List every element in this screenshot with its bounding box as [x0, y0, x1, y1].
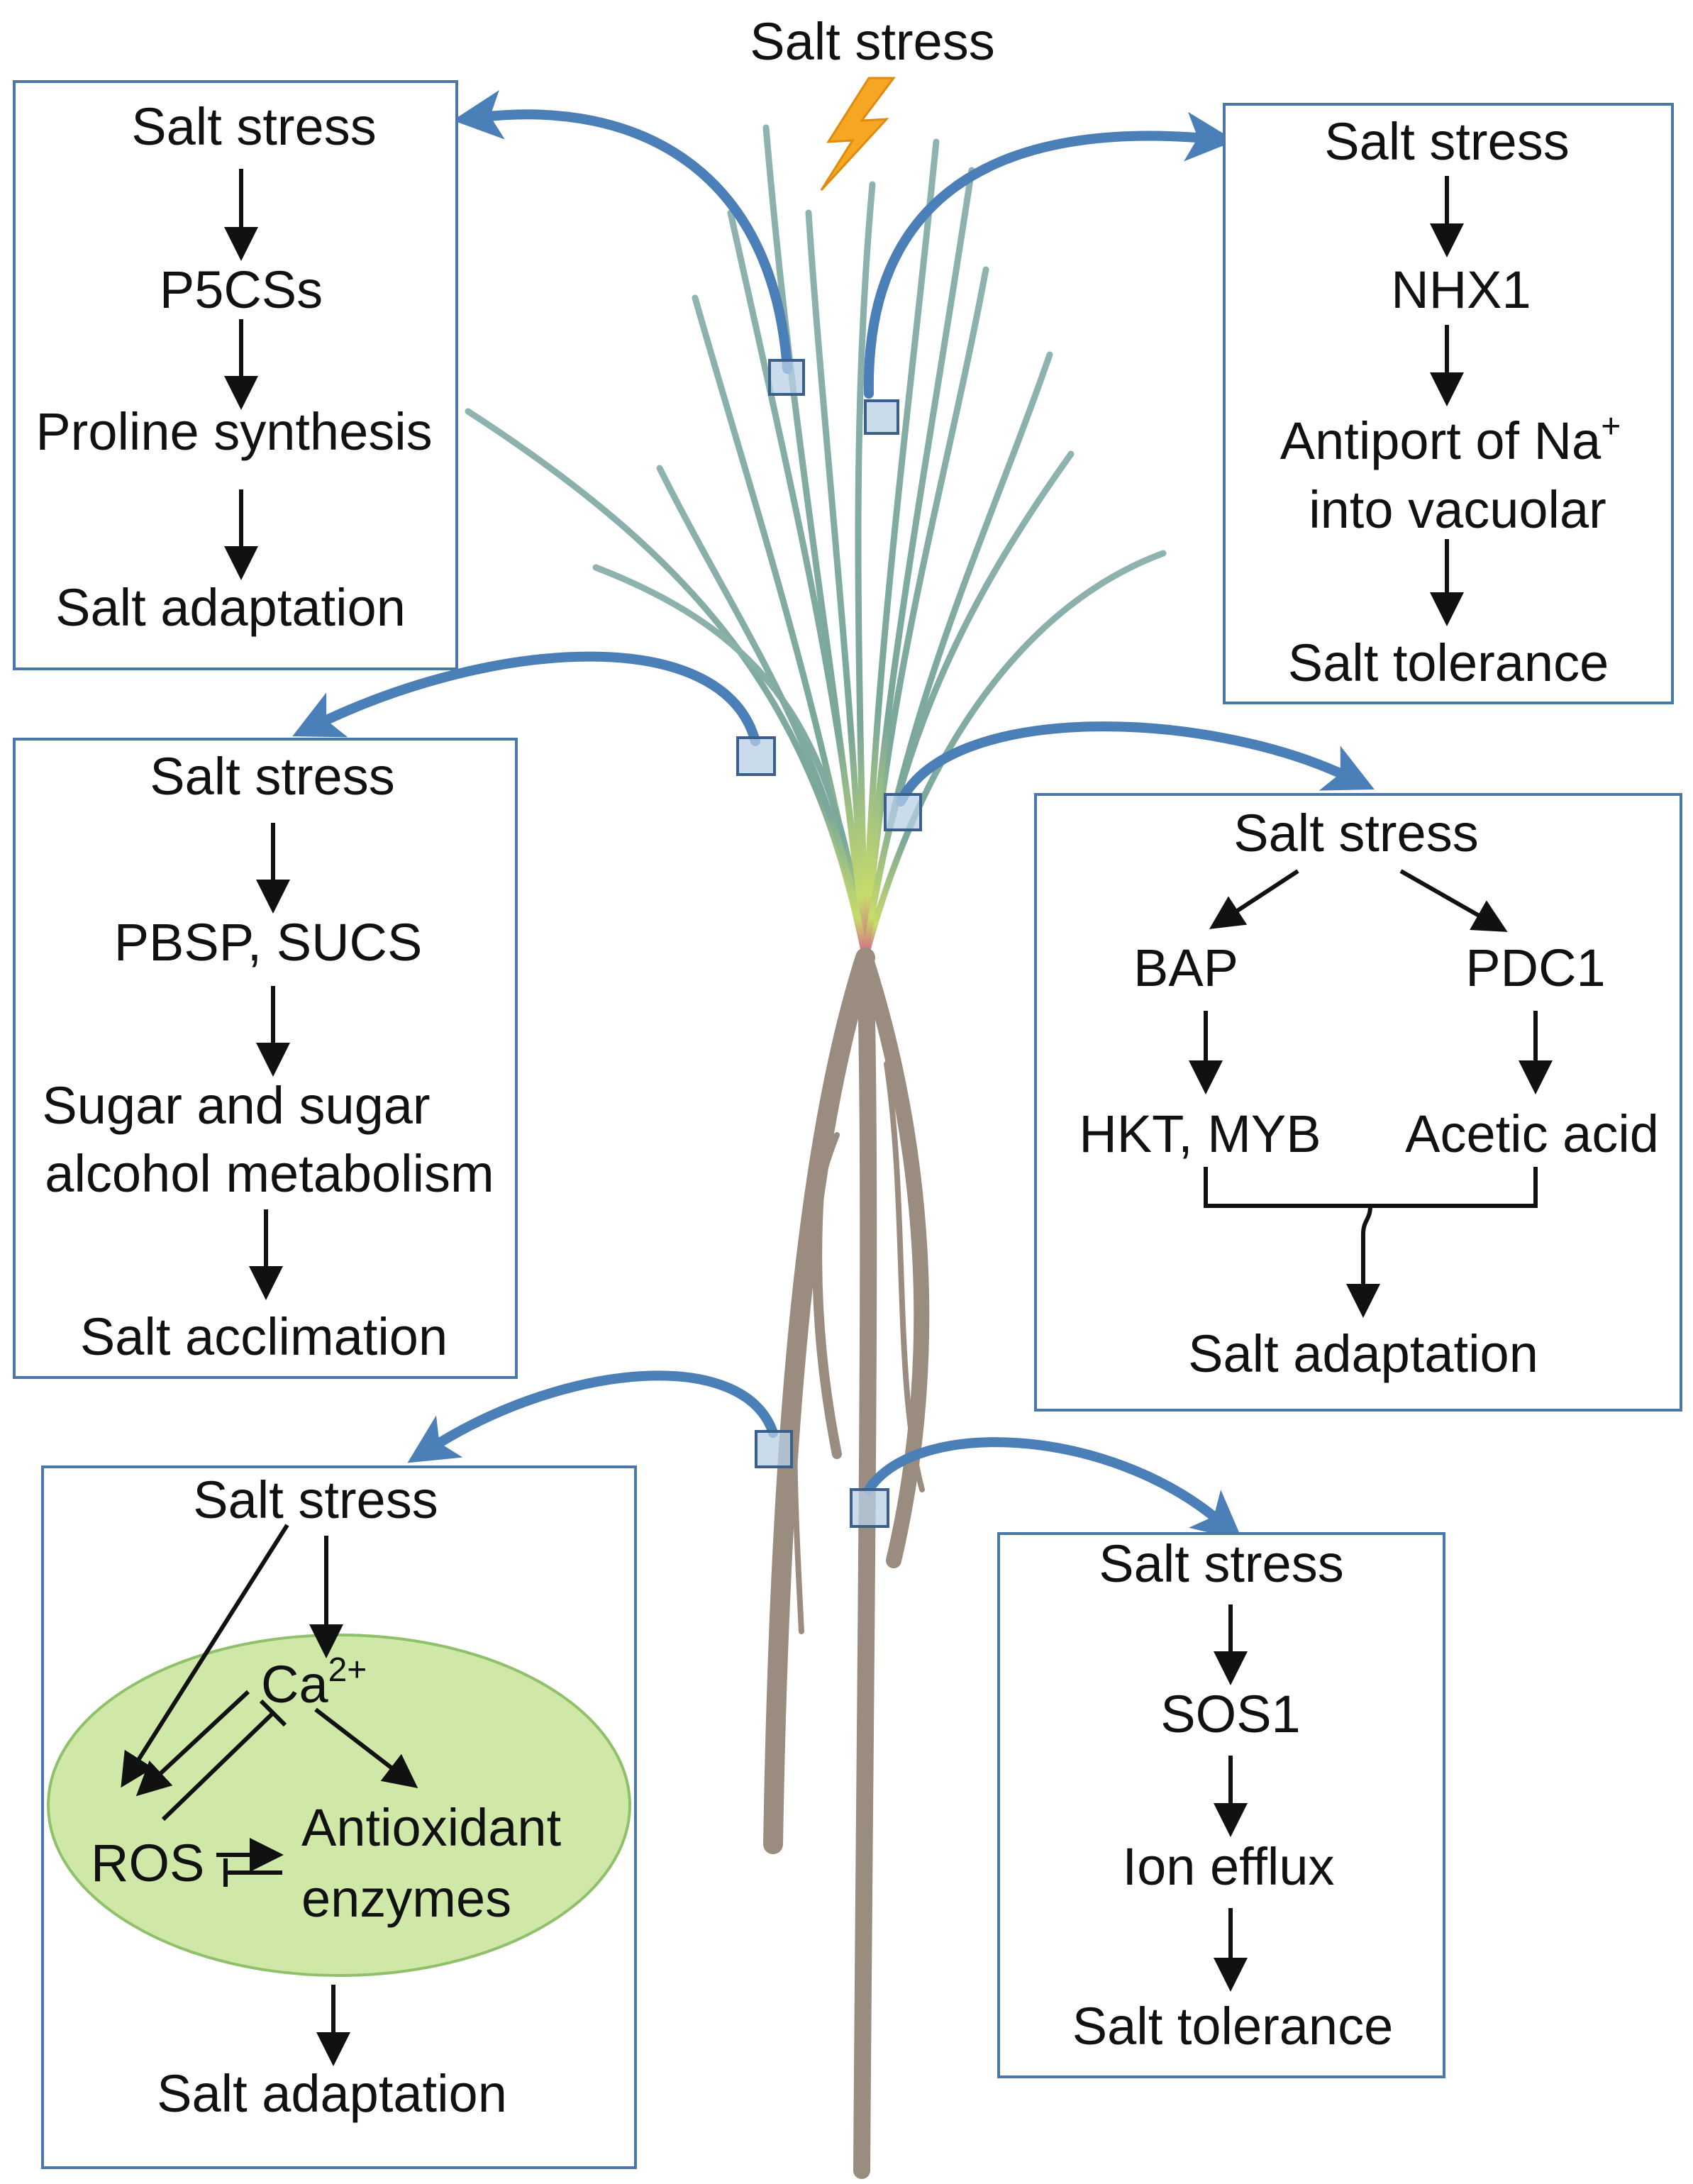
pdc1-target-label: Acetic acid — [1405, 1104, 1659, 1163]
sos-process-label: Ion efflux — [1122, 1837, 1335, 1896]
top-stress-label: Salt stress — [750, 12, 995, 71]
proline-stress-label: Salt stress — [131, 97, 377, 156]
nhx-process-line2: into vacuolar — [1309, 480, 1606, 539]
nhx-outcome-label: Salt tolerance — [1287, 633, 1609, 692]
panel-nhx — [1223, 103, 1674, 704]
sugar-genes-label: PBSP, SUCS — [113, 913, 423, 972]
nhx-process-line1-text: Antiport of Na — [1280, 411, 1602, 470]
sugar-stress-label: Salt stress — [150, 747, 395, 806]
lightning-icon — [820, 77, 896, 192]
sugar-process-line2: alcohol metabolism — [45, 1144, 494, 1203]
sos-stress-label: Salt stress — [1099, 1534, 1344, 1593]
nhx-sodium-charge: + — [1601, 408, 1621, 445]
calcium-label: Ca2+ — [261, 1653, 367, 1714]
sample-markers — [736, 359, 922, 1528]
sugar-outcome-label: Salt acclimation — [79, 1307, 448, 1366]
leaf-blades — [465, 124, 1167, 961]
bap-targets-label: HKT, MYB — [1079, 1104, 1321, 1163]
nhx-stress-label: Salt stress — [1324, 112, 1570, 171]
roots — [763, 948, 930, 2179]
calcium-base: Ca — [261, 1655, 328, 1714]
nhx-process-line1: Antiport of Na+ — [1280, 410, 1621, 467]
sos-outcome-label: Salt tolerance — [1072, 1997, 1394, 2056]
bap-stress-label: Salt stress — [1233, 804, 1479, 863]
sugar-process-line1: Sugar and sugar — [42, 1076, 431, 1135]
bap-outcome-label: Salt adaptation — [1188, 1324, 1538, 1383]
panel-sugar — [13, 738, 518, 1379]
panel-bap — [1034, 793, 1682, 1412]
pdc1-gene-label: PDC1 — [1465, 938, 1606, 997]
proline-outcome-label: Salt adaptation — [55, 578, 406, 637]
antioxidant-line1: Antioxidant — [301, 1798, 562, 1857]
proline-gene-label: P5CSs — [159, 260, 323, 319]
ros-label: ROS — [91, 1834, 205, 1892]
ros-outcome-label: Salt adaptation — [157, 2064, 507, 2123]
calcium-charge: 2+ — [328, 1651, 367, 1689]
sos-gene-label: SOS1 — [1160, 1685, 1301, 1744]
antioxidant-line2: enzymes — [301, 1869, 512, 1928]
nhx-gene-label: NHX1 — [1391, 260, 1531, 319]
bap-gene-label: BAP — [1133, 938, 1239, 997]
callout-arrows — [292, 90, 1375, 1541]
ros-panel-stress-label: Salt stress — [193, 1470, 438, 1529]
proline-process-label: Proline synthesis — [35, 402, 433, 461]
